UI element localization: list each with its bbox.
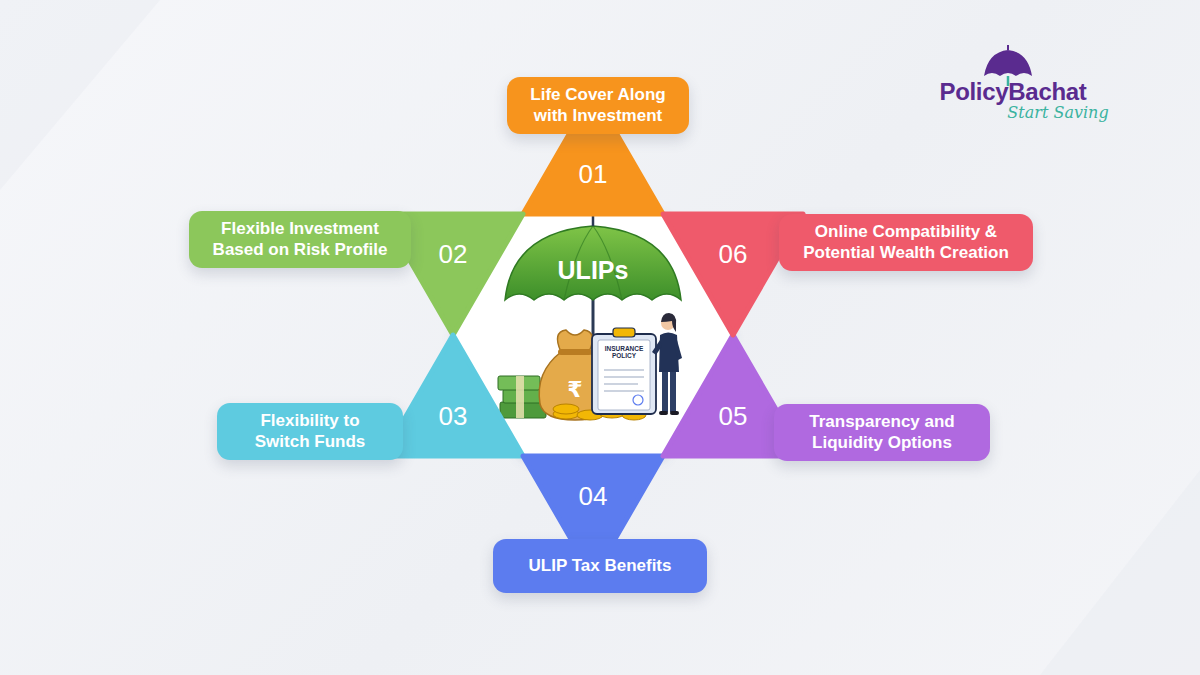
ulips-title: ULIPs [558,256,629,285]
feature-box: Online Compatibility & Potential Wealth … [779,214,1033,271]
policy-clipboard [592,328,656,414]
feature-box: ULIP Tax Benefits [493,539,707,593]
triangle-fill [383,335,523,456]
triangle-fill [523,93,663,214]
feature-box: Flexibility to Switch Funds [217,403,403,460]
callout-number: 04 [579,481,608,512]
feature-label: Flexibility to Switch Funds [233,410,387,453]
callout-number: 03 [439,400,468,431]
triangle-shape [383,335,523,456]
feature-label: Life Cover Along with Investment [523,84,673,127]
feature-box: Transparency and Liquidity Options [774,404,990,461]
feature-label: Online Compatibility & Potential Wealth … [795,221,1017,264]
feature-label: ULIP Tax Benefits [529,555,672,576]
callout-number: 02 [439,239,468,270]
feature-label: Transparency and Liquidity Options [790,411,974,454]
brand-tagline: Start Saving [1007,103,1108,122]
callout-number: 05 [719,400,748,431]
feature-box: Life Cover Along with Investment [507,77,689,134]
triangle-fill [663,214,803,335]
number-triangle: 03 [383,335,523,456]
callout-number: 06 [719,239,748,270]
triangle-fill [523,456,663,577]
woman-figure [652,313,682,415]
triangle-fill [663,335,803,456]
ulip-illustration [498,216,682,420]
umbrella-canopy [505,226,681,300]
callout-number: 01 [579,158,608,189]
policy-heading: INSURANCE POLICY [602,346,646,360]
feature-box: Flexible Investment Based on Risk Profil… [189,211,411,268]
rupee-symbol: ₹ [567,377,582,403]
triangle-fill [383,214,523,335]
feature-label: Flexible Investment Based on Risk Profil… [205,218,395,261]
brand-name: PolicyBachat [939,78,1086,106]
